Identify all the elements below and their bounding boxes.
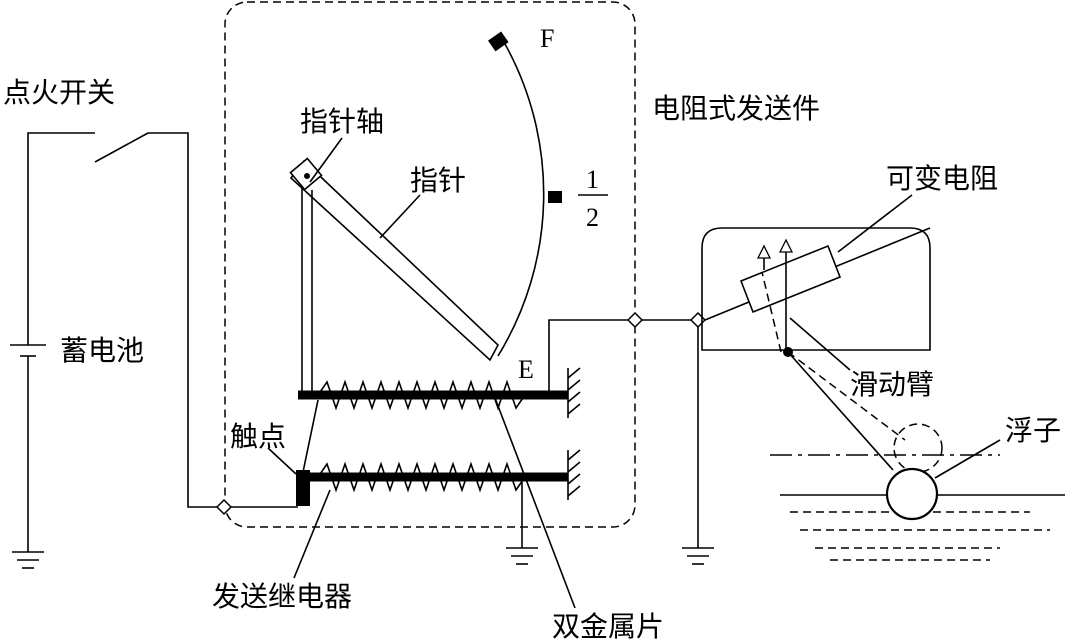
gauge-scale-arc [497,43,545,357]
leader-sender-relay [293,489,331,579]
label-contact: 触点 [230,420,286,453]
junction-left [215,498,233,516]
scale-mark-full [488,31,509,52]
label-mark-half-num: 1 [586,165,599,194]
leader-sliding-arm [789,317,851,371]
label-sliding-arm: 滑动臂 [850,368,934,401]
label-pointer: 指针 [410,164,466,197]
label-sender-relay: 发送继电器 [212,580,352,613]
sender-housing [701,227,931,351]
leader-variable-resistor [837,194,913,253]
label-variable-resistor: 可变电阻 [886,162,998,195]
ground-symbol-middle [506,547,538,565]
variable-resistor [739,244,842,314]
leader-float [934,439,1001,479]
label-float: 浮子 [1005,414,1061,447]
wall-mount-upper [567,367,581,418]
ground-symbol-right [682,547,714,565]
leader-pointer-shaft [309,137,343,183]
battery [10,344,46,552]
label-resistive-sender: 电阻式发送件 [652,92,820,125]
wall-mount-lower [567,449,581,500]
float [885,467,939,521]
heater-coil-lower [317,461,526,493]
label-bimetal: 双金属片 [552,610,664,643]
label-mark-half-den: 2 [586,203,599,232]
float-raised [893,423,943,473]
ignition-switch [27,132,224,508]
pointer [289,159,499,362]
label-mark-full: F [540,24,554,53]
leader-bimetal [494,397,576,609]
leader-contact [267,447,297,475]
ground-symbol-left [12,551,44,569]
sliding-arm [787,351,894,471]
label-ignition-switch: 点火开关 [3,76,115,109]
leader-pointer [379,194,421,239]
heater-coil-upper [317,379,526,411]
label-battery: 蓄电池 [60,334,144,367]
junction-mid [626,311,644,329]
scale-mark-half [548,191,562,203]
pointer-shaft-pivot [304,173,310,179]
label-mark-empty: E [518,355,534,384]
gauge-enclosure [224,1,636,528]
junction-right [689,311,707,329]
label-pointer-shaft: 指针轴 [300,105,384,138]
